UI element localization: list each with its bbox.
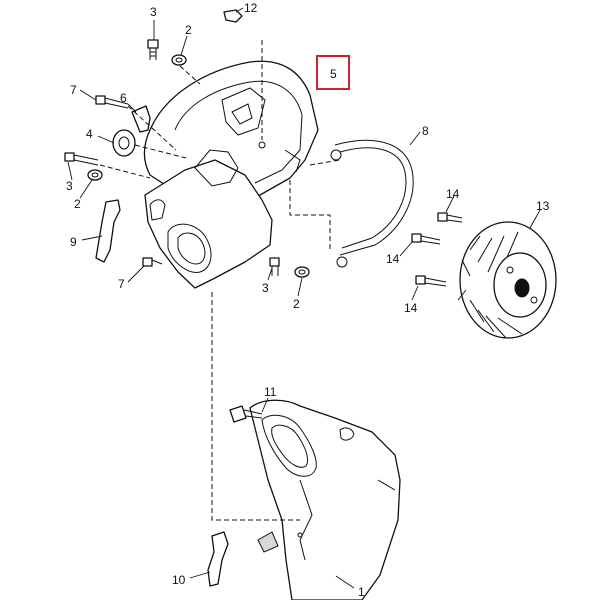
part-3-screw-left bbox=[64, 152, 99, 166]
callout-5: 5 bbox=[330, 67, 337, 81]
part-11-bolt bbox=[229, 405, 263, 423]
part-8-gasket bbox=[330, 139, 414, 268]
part-3-screw-top bbox=[147, 39, 159, 60]
part-2-washer-left bbox=[87, 169, 103, 181]
callout-1: 1 bbox=[358, 585, 365, 599]
part-9-lever bbox=[95, 199, 121, 263]
part-2-washer-bottom bbox=[294, 266, 310, 278]
leader-lines bbox=[67, 7, 541, 589]
part-7-bolt-bottom bbox=[142, 257, 163, 267]
part-2-washer-top bbox=[171, 54, 187, 66]
part-10-bracket bbox=[207, 531, 229, 587]
part-3-screw-bottom bbox=[269, 257, 280, 276]
callout-3-bottom: 3 bbox=[262, 281, 269, 295]
callout-9: 9 bbox=[70, 235, 77, 249]
callout-14-mid: 14 bbox=[386, 252, 400, 266]
part-14-bolt-b bbox=[411, 233, 441, 245]
part-14-bolt-a bbox=[437, 212, 463, 223]
assembly-lines bbox=[99, 40, 341, 521]
part-1-main-housing bbox=[249, 399, 401, 600]
callout-2-top: 2 bbox=[185, 23, 192, 37]
part-4-seal bbox=[112, 129, 136, 157]
callout-6: 6 bbox=[120, 91, 127, 105]
callout-2-bottom: 2 bbox=[293, 297, 300, 311]
callout-8: 8 bbox=[422, 124, 429, 138]
part-13-flywheel bbox=[457, 221, 557, 339]
callout-3-top: 3 bbox=[150, 5, 157, 19]
part-12-clip bbox=[223, 9, 243, 23]
callout-5-highlight-box bbox=[316, 55, 350, 90]
callout-13: 13 bbox=[536, 199, 550, 213]
callout-2-left: 2 bbox=[74, 197, 81, 211]
callout-14-top: 14 bbox=[446, 187, 460, 201]
callout-11: 11 bbox=[264, 385, 277, 399]
callout-3-left: 3 bbox=[66, 179, 73, 193]
callout-14-bottom: 14 bbox=[404, 301, 418, 315]
part-14-bolt-c bbox=[415, 275, 447, 287]
part-6-bracket bbox=[131, 105, 151, 133]
callout-4: 4 bbox=[86, 127, 93, 141]
callout-7-bottom: 7 bbox=[118, 277, 125, 291]
callout-7-top: 7 bbox=[70, 83, 77, 97]
callout-12: 12 bbox=[244, 1, 258, 15]
cylinder-cover bbox=[144, 149, 273, 289]
callout-10: 10 bbox=[172, 573, 186, 587]
